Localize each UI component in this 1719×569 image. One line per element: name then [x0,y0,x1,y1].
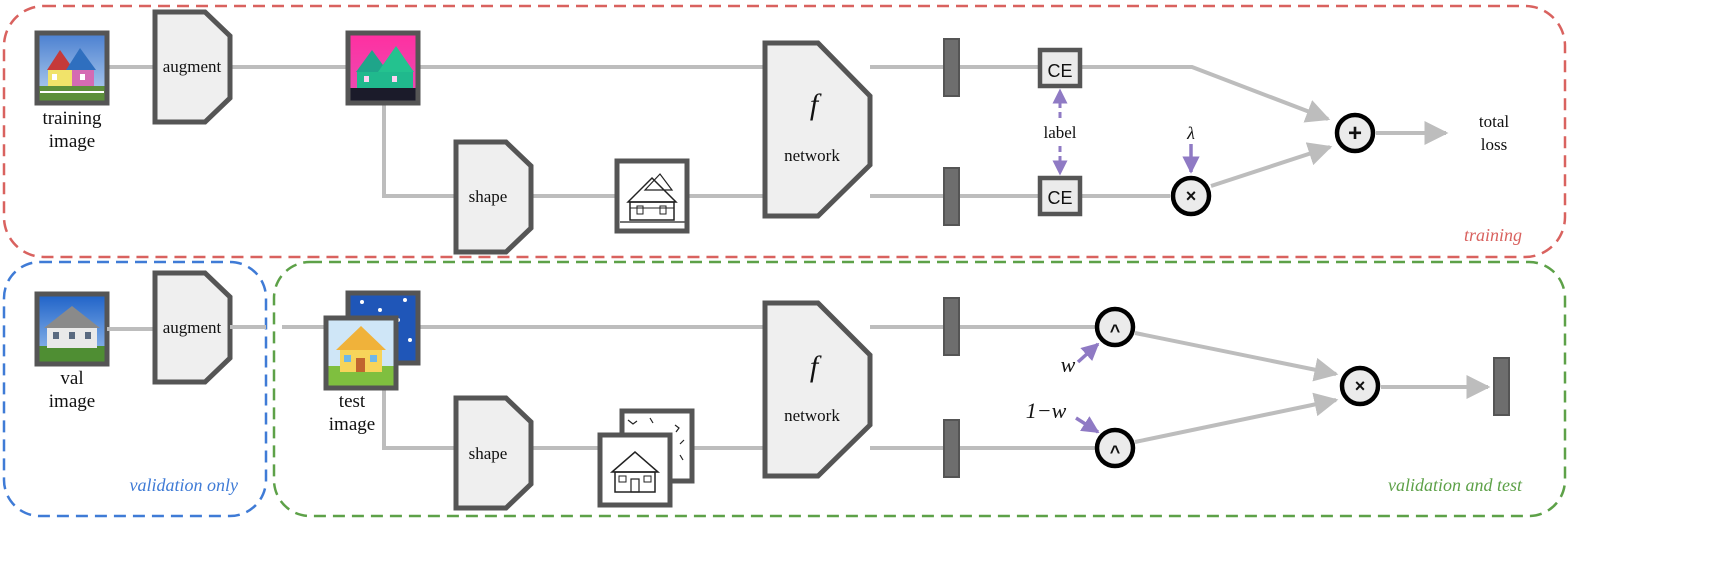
network-label-test: network [784,406,840,425]
one-minus-w-symbol: 1−w [1026,398,1067,423]
shape-sketch-thumbnail-test-front [597,432,673,508]
feature-bar-training-top [943,38,960,97]
test-image-label-line1: test [339,391,366,412]
augment-node-training [152,9,233,125]
augment-label-val: augment [163,318,222,337]
network-label-training: network [784,146,840,165]
ce-label-bottom: CE [1047,188,1072,208]
validation-and-test-region-label: validation and test [1388,475,1523,495]
w-arrow [1076,342,1100,364]
training-image-label-line1: training [42,108,102,129]
shape-node-test [453,395,534,511]
shape-label-test: shape [469,444,508,463]
val-image-thumbnail [34,291,110,367]
augmented-image-thumbnail [345,30,421,106]
network-node-test [762,300,873,479]
val-image-label-line1: val [60,368,83,389]
plus-op [1334,112,1376,154]
multiply-op-training [1170,175,1212,217]
shape-node-training [453,139,534,255]
total-loss-line2: loss [1481,135,1507,154]
training-edges [107,65,1449,198]
one-minus-w-arrow [1075,416,1100,434]
multiply-symbol-test: × [1355,376,1366,396]
plus-symbol: + [1348,120,1362,147]
training-region-label: training [1464,225,1522,245]
lambda-symbol: λ [1186,123,1195,143]
test-edges [282,325,1491,450]
multiply-op-test [1339,365,1381,407]
training-region [2,4,1567,259]
validation-and-test-region [272,260,1567,518]
test-image-thumbnail-front [323,315,399,391]
augment-label-training: augment [163,57,222,76]
test-image-label-line2: image [329,414,375,435]
feature-bar-test-bottom [943,419,960,478]
hat-symbol-bottom: ^ [1110,442,1121,462]
multiply-symbol-training: × [1186,186,1197,206]
validation-only-region-label: validation only [130,475,238,495]
val-image-label-line2: image [49,391,95,412]
training-image-label-line2: image [49,131,95,152]
hat-op-bottom [1094,427,1136,469]
validation-only-region [2,260,268,518]
augment-node-val [152,270,233,385]
feature-bar-test-top [943,297,960,356]
output-feature-bar [1493,357,1510,416]
network-node-training [762,40,873,219]
ce-box-bottom [1037,175,1083,217]
ce-box-top [1037,47,1083,89]
feature-bar-training-bottom [943,167,960,226]
total-loss-line1: total [1479,112,1509,131]
ce-label-top: CE [1047,61,1072,81]
hat-op-top [1094,306,1136,348]
shape-sketch-thumbnail-training [614,158,690,234]
w-symbol: w [1061,352,1076,377]
shape-label-training: shape [469,187,508,206]
label-text: label [1043,123,1076,142]
hat-symbol-top: ^ [1110,321,1121,341]
training-image-thumbnail [34,30,110,106]
